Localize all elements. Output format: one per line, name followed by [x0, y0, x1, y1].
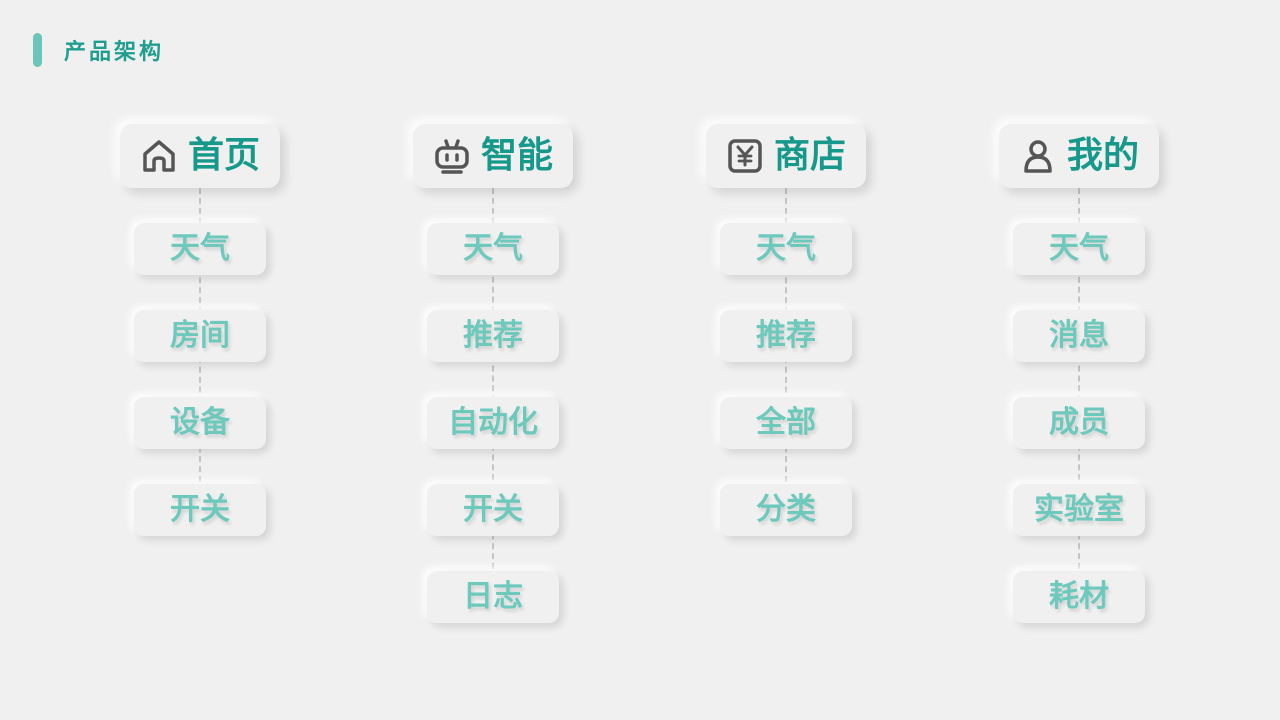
nav-card-store[interactable]: 商店	[706, 124, 866, 188]
item-card[interactable]: 天气	[134, 223, 266, 275]
item-card[interactable]: 自动化	[427, 397, 559, 449]
item-card[interactable]: 推荐	[720, 310, 852, 362]
item-card[interactable]: 开关	[427, 484, 559, 536]
item-card[interactable]: 全部	[720, 397, 852, 449]
page-header: 产品架构	[33, 33, 164, 67]
item-label: 日志	[463, 579, 523, 614]
item-card[interactable]: 消息	[1013, 310, 1145, 362]
nav-card-profile[interactable]: 我的	[999, 124, 1159, 188]
item-card[interactable]: 推荐	[427, 310, 559, 362]
robot-icon	[433, 137, 471, 175]
item-label: 实验室	[1034, 492, 1124, 527]
item-card[interactable]: 成员	[1013, 397, 1145, 449]
item-label: 天气	[1049, 231, 1109, 266]
nav-card-home[interactable]: 首页	[120, 124, 280, 188]
item-label: 推荐	[463, 318, 523, 353]
person-icon	[1019, 137, 1057, 175]
item-card[interactable]: 分类	[720, 484, 852, 536]
item-label: 房间	[170, 318, 230, 353]
title-accent-bar	[33, 33, 42, 67]
item-card[interactable]: 耗材	[1013, 571, 1145, 623]
column-connector	[1078, 188, 1080, 569]
item-card[interactable]: 房间	[134, 310, 266, 362]
column-smart: 智能 天气 推荐 自动化 开关 日志	[413, 0, 573, 720]
item-label: 天气	[756, 231, 816, 266]
item-card[interactable]: 日志	[427, 571, 559, 623]
column-connector	[492, 188, 494, 569]
item-card[interactable]: 天气	[427, 223, 559, 275]
item-label: 天气	[170, 231, 230, 266]
nav-card-label: 首页	[187, 135, 260, 176]
item-label: 设备	[170, 405, 230, 440]
column-home: 首页 天气 房间 设备 开关	[120, 0, 280, 720]
item-label: 分类	[756, 492, 816, 527]
page-title: 产品架构	[64, 40, 165, 65]
item-label: 消息	[1049, 318, 1109, 353]
item-card[interactable]: 开关	[134, 484, 266, 536]
item-label: 推荐	[756, 318, 816, 353]
item-card[interactable]: 天气	[720, 223, 852, 275]
nav-card-label: 智能	[480, 135, 553, 176]
item-label: 成员	[1049, 405, 1109, 440]
column-store: 商店 天气 推荐 全部 分类	[706, 0, 866, 720]
yen-icon	[726, 137, 764, 175]
item-label: 开关	[170, 492, 230, 527]
item-label: 耗材	[1049, 579, 1109, 614]
home-icon	[140, 137, 178, 175]
item-label: 自动化	[448, 405, 538, 440]
item-label: 全部	[756, 405, 816, 440]
nav-card-label: 商店	[773, 135, 846, 176]
item-card[interactable]: 天气	[1013, 223, 1145, 275]
nav-card-smart[interactable]: 智能	[413, 124, 573, 188]
item-label: 天气	[463, 231, 523, 266]
column-profile: 我的 天气 消息 成员 实验室 耗材	[999, 0, 1159, 720]
item-label: 开关	[463, 492, 523, 527]
item-card[interactable]: 设备	[134, 397, 266, 449]
item-card[interactable]: 实验室	[1013, 484, 1145, 536]
nav-card-label: 我的	[1066, 135, 1139, 176]
